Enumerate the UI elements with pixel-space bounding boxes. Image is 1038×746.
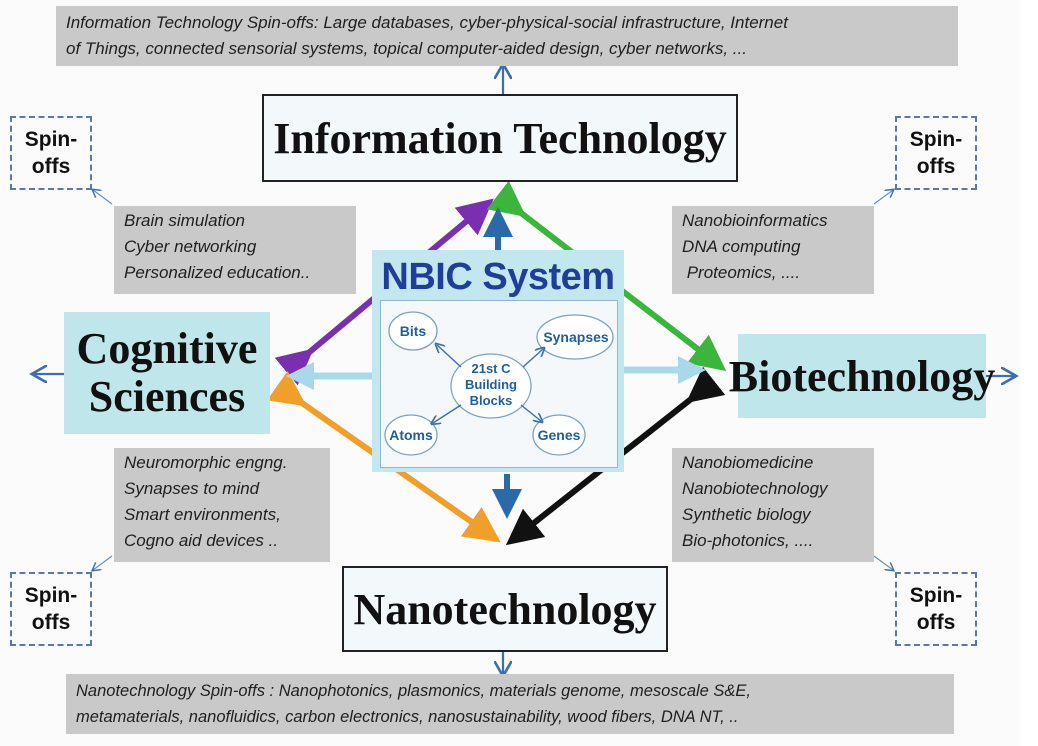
- edge-to-bits: [437, 345, 462, 368]
- biotech-nano-note: Nanobiomedicine Nanobiotechnology Synthe…: [672, 448, 874, 562]
- biotech-nano-item: Nanobiomedicine: [682, 453, 814, 472]
- building-blocks-graph: [384, 311, 614, 456]
- atoms-label: Atoms: [389, 427, 433, 443]
- spinoffs-line-2: offs: [916, 611, 956, 634]
- it-cognitive-item: Cyber networking: [124, 237, 257, 256]
- biotech-nano-item: Nanobiotechnology: [682, 479, 828, 498]
- nanotechnology-box: Nanotechnology: [342, 566, 668, 652]
- nbic-system-box: NBIC System Bits Synapses Ato: [372, 250, 624, 472]
- nano-spinoffs-note: Nanotechnology Spin-offs : Nanophotonics…: [66, 674, 954, 734]
- spinoffs-box-top-left: Spin- offs: [10, 116, 92, 190]
- nbic-system-title: NBIC System: [381, 256, 615, 298]
- building-blocks-panel: Bits Synapses Atoms Genes 21st C Buildin…: [380, 300, 618, 468]
- cognitive-sciences-box: Cognitive Sciences: [64, 312, 270, 434]
- information-technology-label: Information Technology: [273, 113, 727, 163]
- spinoffs-line-2: offs: [31, 611, 71, 634]
- nanotechnology-label: Nanotechnology: [353, 584, 657, 634]
- arrow-note-to-spin-tl: [93, 190, 113, 205]
- synapses-node: [536, 314, 614, 360]
- edge-to-synapses: [522, 349, 543, 368]
- nano-spinoffs-line-2: metamaterials, nanofluidics, carbon elec…: [76, 708, 739, 726]
- spinoffs-box-bottom-right: Spin- offs: [895, 572, 977, 646]
- it-cognitive-note: Brain simulation Cyber networking Person…: [114, 206, 356, 294]
- building-blocks-line-3: Blocks: [469, 393, 513, 408]
- cognitive-nano-note: Neuromorphic engng. Synapses to mind Sma…: [114, 448, 330, 562]
- biotechnology-box: Biotechnology: [729, 334, 995, 418]
- cognitive-nano-item: Smart environments,: [124, 505, 281, 524]
- arrow-note-to-spin-tr: [873, 190, 893, 205]
- bits-label: Bits: [399, 323, 427, 339]
- spinoffs-line-1: Spin-: [24, 584, 78, 607]
- sciences-label: Sciences: [88, 372, 246, 421]
- it-biotech-item: DNA computing: [682, 237, 801, 256]
- it-biotech-note: Nanobioinformatics DNA computing Proteom…: [672, 206, 874, 294]
- genes-node: [532, 414, 586, 456]
- cognitive-nano-item: Neuromorphic engng.: [124, 453, 288, 472]
- biotech-nano-item: Bio-photonics, ....: [682, 531, 814, 550]
- building-blocks-label: 21st C Building Blocks: [457, 361, 525, 409]
- synapses-label: Synapses: [543, 329, 609, 345]
- building-blocks-line-1: 21st C: [471, 361, 511, 376]
- cognitive-label: Cognitive: [76, 324, 258, 373]
- it-spinoffs-note: Information Technology Spin-offs: Large …: [56, 6, 958, 66]
- building-blocks-line-2: Building: [465, 377, 517, 392]
- it-biotech-item: Proteomics, ....: [682, 263, 801, 282]
- cognitive-nano-item: Cogno aid devices ..: [124, 531, 279, 550]
- atoms-node: [384, 414, 438, 456]
- bits-node: [388, 311, 438, 351]
- it-cognitive-item: Personalized education..: [124, 263, 311, 282]
- genes-label: Genes: [537, 427, 581, 443]
- spinoffs-box-bottom-left: Spin- offs: [10, 572, 92, 646]
- spinoffs-box-top-right: Spin- offs: [895, 116, 977, 190]
- arrow-note-to-spin-br: [873, 555, 893, 570]
- cognitive-nano-item: Synapses to mind: [124, 479, 260, 498]
- nano-spinoffs-line-1: Nanotechnology Spin-offs : Nanophotonics…: [76, 682, 752, 700]
- right-margin: [1020, 0, 1038, 746]
- spinoffs-line-1: Spin-: [909, 128, 963, 151]
- edge-to-genes: [520, 404, 541, 421]
- building-blocks-node: [450, 353, 532, 419]
- biotechnology-label: Biotechnology: [728, 351, 996, 401]
- spinoffs-line-1: Spin-: [909, 584, 963, 607]
- spinoffs-line-2: offs: [916, 155, 956, 178]
- it-spinoffs-line-2: of Things, connected sensorial systems, …: [66, 39, 747, 58]
- it-biotech-item: Nanobioinformatics: [682, 211, 828, 230]
- spinoffs-line-1: Spin-: [24, 128, 78, 151]
- spinoffs-line-2: offs: [31, 155, 71, 178]
- it-spinoffs-line-1: Information Technology Spin-offs: Large …: [66, 13, 788, 32]
- information-technology-box: Information Technology: [262, 94, 738, 182]
- arrow-note-to-spin-bl: [93, 555, 113, 570]
- biotech-nano-item: Synthetic biology: [682, 505, 811, 524]
- it-cognitive-item: Brain simulation: [124, 211, 245, 230]
- edge-to-atoms: [433, 404, 462, 423]
